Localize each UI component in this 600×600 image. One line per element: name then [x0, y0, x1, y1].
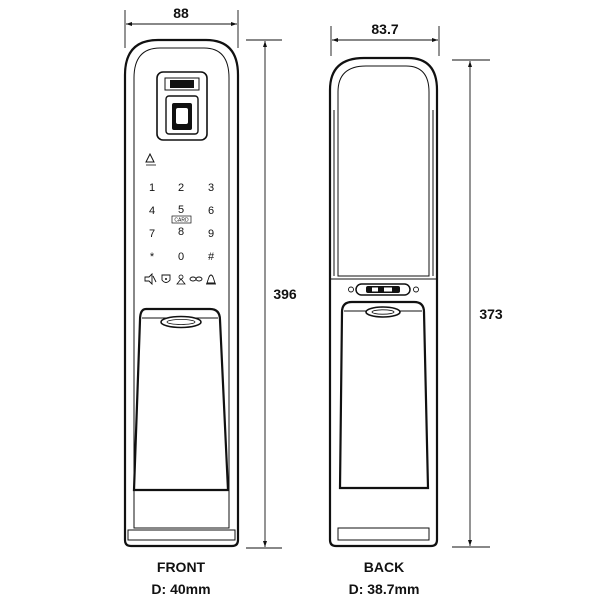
front-depth: D: 40mm — [151, 581, 210, 597]
key-6[interactable]: 6 — [208, 205, 214, 217]
front-view: 88 396 — [123, 5, 302, 549]
key-1[interactable]: 1 — [149, 182, 155, 194]
back-switch-strip[interactable] — [348, 283, 419, 296]
back-width-label: 83.7 — [371, 21, 398, 37]
front-width-label: 88 — [173, 5, 189, 21]
lock-status-icon — [161, 274, 171, 283]
card-label: CARD — [174, 218, 189, 224]
front-inner-outline — [133, 47, 230, 529]
back-title: BACK — [364, 559, 404, 575]
front-bottom-plate — [127, 529, 236, 541]
key-2[interactable]: 2 — [178, 182, 184, 194]
back-handle[interactable] — [338, 300, 430, 490]
infinity-icon — [189, 276, 203, 282]
key-0[interactable]: 0 — [178, 251, 184, 263]
back-width-dimension: 83.7 — [330, 21, 440, 56]
key-7[interactable]: 7 — [149, 228, 155, 240]
key-4[interactable]: 4 — [149, 205, 155, 217]
front-height-dimension: 396 — [246, 39, 302, 549]
keypad: 1 2 3 4 5 6 CARD 7 8 9 * 0 # — [149, 182, 215, 263]
back-view: 83.7 373 — [328, 21, 508, 548]
back-bottom-plate — [337, 527, 430, 541]
key-9[interactable]: 9 — [208, 228, 214, 240]
alarm-icon — [144, 272, 157, 286]
front-handle[interactable] — [132, 307, 230, 492]
back-depth: D: 38.7mm — [349, 581, 420, 597]
back-inner-panel — [337, 65, 430, 277]
key-star[interactable]: * — [150, 251, 155, 263]
bell-icon — [206, 274, 216, 285]
user-icon — [145, 152, 156, 166]
key-hash[interactable]: # — [208, 251, 215, 263]
front-title: FRONT — [157, 559, 206, 575]
front-height-label: 396 — [273, 286, 297, 302]
key-5[interactable]: 5 — [178, 204, 184, 216]
key-3[interactable]: 3 — [208, 182, 214, 194]
card-reader-area[interactable] — [171, 215, 192, 224]
back-outer-body — [328, 56, 439, 548]
key-8[interactable]: 8 — [178, 226, 184, 238]
front-outer-body — [123, 38, 240, 548]
front-width-dimension: 88 — [124, 5, 239, 48]
mode-icon — [176, 274, 186, 285]
status-icons — [144, 272, 216, 286]
back-height-label: 373 — [479, 306, 503, 322]
fingerprint-sensor[interactable] — [156, 71, 208, 141]
back-height-dimension: 373 — [452, 59, 508, 548]
